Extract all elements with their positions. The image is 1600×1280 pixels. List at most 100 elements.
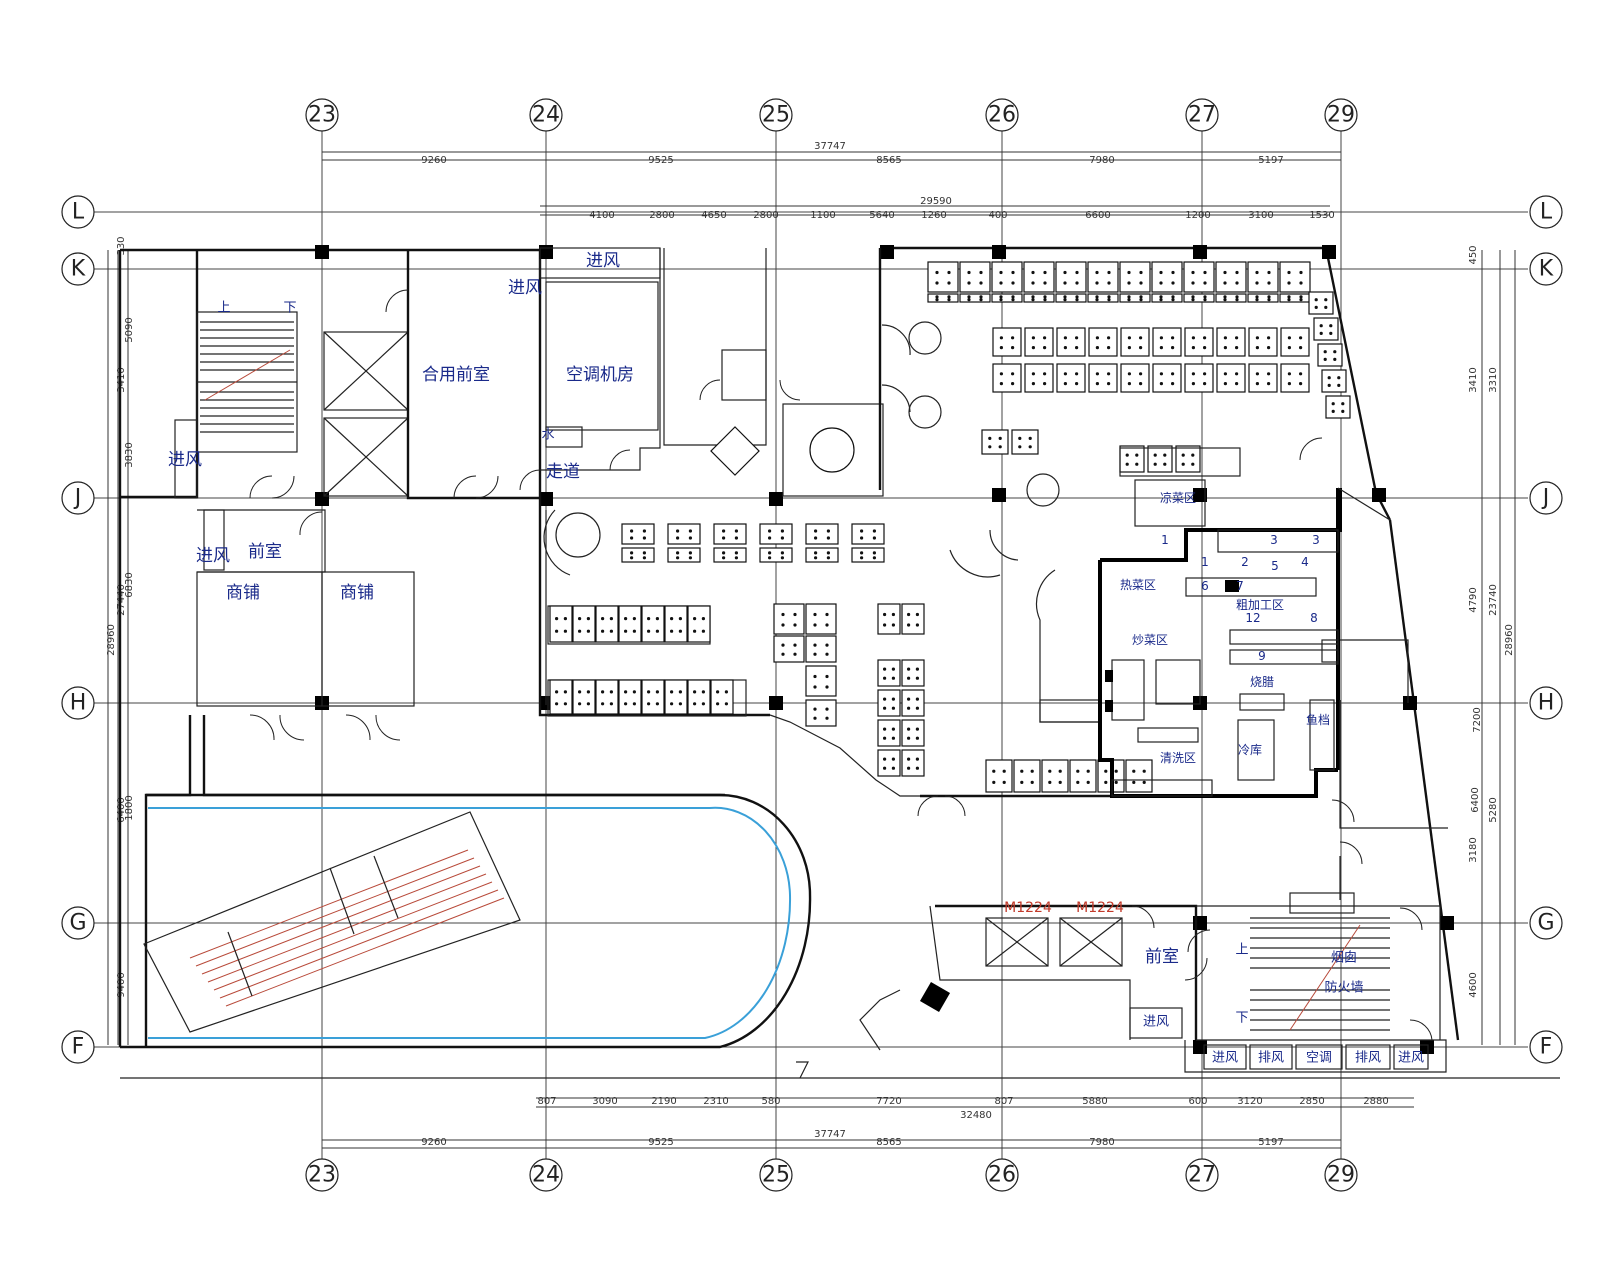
- svg-text:5640: 5640: [869, 210, 894, 221]
- svg-text:29590: 29590: [920, 196, 952, 207]
- dining-table: [877, 749, 901, 777]
- dining-table: [1088, 327, 1118, 357]
- dining-table: [805, 665, 837, 697]
- dining-table: [1175, 445, 1201, 473]
- svg-text:鱼档: 鱼档: [1306, 713, 1330, 727]
- dining-table: [595, 679, 619, 715]
- svg-text:7: 7: [1236, 579, 1244, 593]
- label-shop-1: 商铺: [226, 583, 260, 603]
- dining-table: [1321, 369, 1347, 393]
- dining-table: [1183, 293, 1215, 303]
- dining-table: [985, 759, 1013, 793]
- dining-table: [1023, 293, 1055, 303]
- svg-text:330: 330: [116, 236, 127, 255]
- label-up-right: 上: [1235, 943, 1248, 958]
- dining-table: [713, 523, 747, 545]
- dining-table: [927, 261, 959, 293]
- svg-text:9525: 9525: [648, 1137, 673, 1148]
- svg-text:粗加工区: 粗加工区: [1236, 598, 1284, 612]
- dining-table: [1011, 429, 1039, 455]
- svg-text:23: 23: [308, 1163, 336, 1188]
- svg-text:F: F: [1540, 1035, 1553, 1060]
- svg-text:3: 3: [1270, 533, 1278, 547]
- svg-text:24: 24: [532, 103, 560, 128]
- svg-text:5090: 5090: [124, 317, 135, 342]
- svg-text:600: 600: [1188, 1096, 1207, 1107]
- svg-text:9260: 9260: [421, 1137, 446, 1148]
- svg-text:3180: 3180: [1468, 837, 1479, 862]
- svg-text:26: 26: [988, 1163, 1016, 1188]
- label-fresh-air-right: 进风: [1143, 1015, 1169, 1030]
- svg-text:4650: 4650: [701, 210, 726, 221]
- svg-text:L: L: [72, 200, 85, 225]
- svg-text:清洗区: 清洗区: [1160, 751, 1196, 765]
- dining-center-walls: [769, 248, 1210, 798]
- svg-text:H: H: [1538, 691, 1555, 716]
- svg-text:J: J: [73, 486, 82, 511]
- room-labels: 合用前室 空调机房 走道 前室 商铺 商铺 进风 进风 进风 进风 前室 烟囱 …: [168, 251, 1424, 1066]
- svg-text:7720: 7720: [876, 1096, 901, 1107]
- svg-text:6: 6: [1201, 579, 1209, 593]
- dining-table: [1325, 395, 1351, 419]
- svg-text:5280: 5280: [1488, 797, 1499, 822]
- dining-table: [1087, 261, 1119, 293]
- dining-table: [981, 429, 1009, 455]
- dining-table: [572, 605, 596, 643]
- dining-table: [901, 689, 925, 717]
- svg-text:26: 26: [988, 103, 1016, 128]
- label-water: 水: [541, 428, 554, 443]
- label-fresh-air-1: 进风: [168, 450, 202, 470]
- svg-text:32480: 32480: [960, 1110, 992, 1121]
- svg-text:凉菜区: 凉菜区: [1160, 490, 1196, 505]
- svg-text:4600: 4600: [1468, 972, 1479, 997]
- diamond-table: [710, 426, 760, 476]
- svg-text:8: 8: [1310, 611, 1318, 625]
- label-down-right: 下: [1235, 1011, 1248, 1026]
- svg-text:12: 12: [1245, 611, 1260, 625]
- dining-table: [1184, 363, 1214, 393]
- dining-table: [773, 603, 805, 635]
- dining-table: [991, 293, 1023, 303]
- shaft-label-1: 进风: [1212, 1051, 1238, 1066]
- label-down-left: 下: [283, 301, 296, 316]
- svg-text:37747: 37747: [814, 1129, 846, 1140]
- svg-text:2800: 2800: [649, 210, 674, 221]
- dining-table: [1023, 261, 1055, 293]
- svg-text:29: 29: [1327, 103, 1355, 128]
- label-vestibule-right: 前室: [1145, 947, 1179, 967]
- kitchen: 凉菜区 热菜区 炒菜区 粗加工区 清洗区 冷库 烧腊 鱼档 1 1 2 3 3 …: [1098, 447, 1342, 798]
- label-fresh-air-4: 进风: [586, 251, 620, 271]
- dining-table: [1024, 327, 1054, 357]
- dining-table: [901, 719, 925, 747]
- dining-table: [713, 547, 747, 563]
- svg-text:2800: 2800: [753, 210, 778, 221]
- dining-table: [759, 547, 793, 563]
- svg-text:6600: 6600: [1085, 210, 1110, 221]
- svg-text:6830: 6830: [124, 572, 135, 597]
- svg-text:5197: 5197: [1258, 1137, 1283, 1148]
- dining-table: [1279, 293, 1311, 303]
- svg-text:2880: 2880: [1363, 1096, 1388, 1107]
- label-vestibule-left: 前室: [248, 542, 282, 562]
- svg-text:23: 23: [308, 103, 336, 128]
- dining-table: [1151, 293, 1183, 303]
- svg-text:5880: 5880: [1082, 1096, 1107, 1107]
- svg-text:2310: 2310: [703, 1096, 728, 1107]
- dining-table: [901, 659, 925, 687]
- dimensions-right: 450 3410 3310 4790 23740 7200 28960 5280…: [1468, 245, 1516, 1045]
- svg-text:9525: 9525: [648, 155, 673, 166]
- dining-table: [901, 749, 925, 777]
- dining-table: [667, 547, 701, 563]
- svg-text:4790: 4790: [1468, 587, 1479, 612]
- dining-table: [805, 603, 837, 635]
- svg-text:8565: 8565: [876, 1137, 901, 1148]
- dining-table: [1056, 363, 1086, 393]
- dining-table: [1183, 261, 1215, 293]
- svg-text:25: 25: [762, 103, 790, 128]
- svg-text:1200: 1200: [1185, 210, 1210, 221]
- svg-text:1530: 1530: [1309, 210, 1334, 221]
- svg-text:27440: 27440: [116, 584, 127, 616]
- dining-table: [667, 523, 701, 545]
- dining-table: [959, 261, 991, 293]
